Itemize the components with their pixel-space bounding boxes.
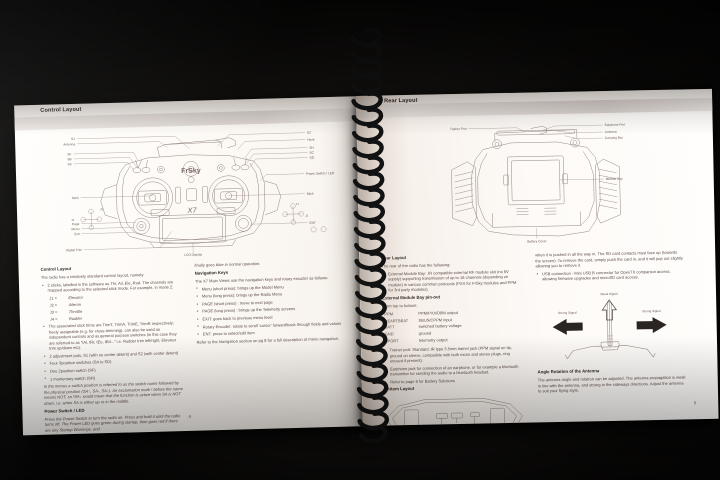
mode-ch-j2: J2 = xyxy=(49,302,58,308)
label-j4: J4 xyxy=(71,218,75,222)
label-digital-trim: Digital Trim xyxy=(66,248,82,252)
mode-fn-j4: Rudder xyxy=(68,315,83,322)
navigation-keys-bullets: Menu (short press): brings up the Model … xyxy=(195,282,342,337)
antenna-rotation-paragraph: The antenna angle and rotation can be ad… xyxy=(537,374,686,394)
label-j2: J2 xyxy=(305,214,309,218)
label-battery-cover: Battery Cover xyxy=(527,239,548,243)
label-ent: ENT xyxy=(309,221,316,225)
spiral-binding xyxy=(333,21,397,454)
mode-ch-j4: J4 = xyxy=(49,316,58,322)
mode-fn-j1: Elevator xyxy=(68,294,84,300)
bullet-sticks: 2 sticks, labelled in the software as Th… xyxy=(41,279,181,294)
label-tf-card: TF Card xyxy=(451,423,462,426)
label-j3: J3 xyxy=(100,207,104,211)
bullet-trims: The associated stick trims are TrimT, Tr… xyxy=(42,320,183,351)
label-sc: SC xyxy=(309,151,314,155)
left-page-column-right: finally goes blue in normal operation. N… xyxy=(194,259,342,347)
label-page: Page xyxy=(72,222,80,226)
control-layout-bullets-2: The associated stick trims are TrimT, Tr… xyxy=(42,320,184,382)
power-switch-paragraph: Press the Power Switch to turn the radio… xyxy=(44,412,181,433)
pin-desc-sport: telemetry output xyxy=(418,337,448,344)
label-sd: SD xyxy=(310,156,315,160)
label-strong-signal-left: Strong Signal xyxy=(558,311,577,315)
label-sf: SF xyxy=(67,152,71,156)
label-sa: SA xyxy=(67,162,72,166)
label-hook: Hook xyxy=(307,138,315,142)
mode-fn-j3: Throttle xyxy=(68,308,83,315)
label-antenna: Antenna xyxy=(63,142,75,146)
usb-bullets: USB connection - Mini USB B connector fo… xyxy=(536,268,684,282)
rear-layout-diagram: Trainer Port Earphone Port Antenna Carry… xyxy=(390,114,679,248)
label-stick-right: Stick xyxy=(307,192,314,196)
label-exit: Exit xyxy=(74,232,80,236)
left-page-number: 4 xyxy=(188,413,192,419)
label-j1: J1 xyxy=(296,202,300,206)
mode2-channel-table: J1 = Elevator J2 = Aileron J3 = Throttle J4… xyxy=(41,292,182,323)
label-carrying-bar: Carrying Bar xyxy=(605,136,624,140)
label-trainer-port: Trainer Port xyxy=(450,127,467,131)
label-module-bay: Module Bay xyxy=(606,177,623,181)
label-antenna-rear: Antenna xyxy=(605,130,617,134)
antenna-propagation-diagram: Weak Signal Strong Signal Strong Signal xyxy=(536,282,686,367)
label-s2: S2 xyxy=(307,130,311,134)
label-sh: SH xyxy=(309,146,314,150)
navigation-footer-note: Refer to the Navigation section on pg 8 … xyxy=(196,335,340,345)
control-layout-bullets: 2 sticks, labelled in the software as Th… xyxy=(41,279,181,294)
sd-card-continuation: when it is pushed in all the way in. The… xyxy=(535,249,684,269)
brand-text: FrSky xyxy=(181,167,201,175)
control-layout-diagram: FrSky X7 xyxy=(29,120,358,261)
left-page-column-left: Control Layout The radio has a relativel… xyxy=(41,263,186,435)
label-earphone-port: Earphone Port xyxy=(605,123,626,127)
mode-fn-j2: Aileron xyxy=(68,301,82,308)
left-page: Control Layout xyxy=(14,96,375,436)
model-text: X7 xyxy=(186,206,197,215)
label-sb: SB xyxy=(67,157,71,161)
right-page-number: 5 xyxy=(693,400,697,406)
mode-ch-j3: J3 = xyxy=(49,309,58,315)
label-stick-left: Stick xyxy=(72,196,79,200)
right-page-column-right: when it is pushed in all the way in. The… xyxy=(535,249,686,396)
label-power-switch-led: Power Switch / LED xyxy=(306,171,335,176)
label-s1: S1 xyxy=(71,137,75,141)
mode-ch-j1: J1 = xyxy=(49,295,58,301)
label-strong-signal-right: Strong Signal xyxy=(642,309,661,313)
switch-naming-note: In the menus a switch position is referr… xyxy=(43,380,183,406)
label-menu: Menu xyxy=(71,227,79,231)
bullet-usb-connection: USB connection - Mini USB B connector fo… xyxy=(536,268,684,282)
label-weak-signal: Weak Signal xyxy=(600,292,618,296)
label-lcd-display: LCD Display xyxy=(184,252,202,256)
right-page: Rear Layout xyxy=(356,88,719,426)
